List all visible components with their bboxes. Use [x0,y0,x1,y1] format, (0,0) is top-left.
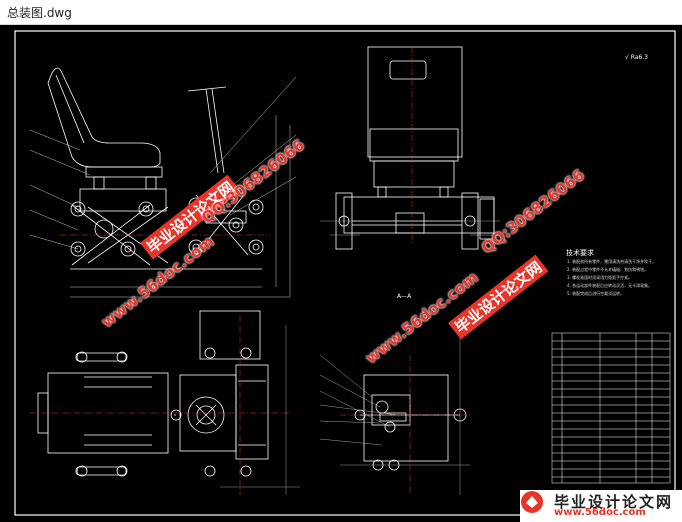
tech-requirement-line: 1. 装配前所有零件，需用清洗剂清洗干净并吹干。 [567,259,657,264]
roughness-symbol: √ Ra6.3 [625,54,648,61]
window-title: 总装图.dwg [7,6,72,20]
cad-drawing [14,30,676,516]
tech-requirements-title: 技术要求 [566,249,594,257]
logo-mark-icon [521,491,543,513]
tech-requirement-line: 5. 装配完成后进行空载试运转。 [567,291,625,296]
cad-drawing-canvas[interactable]: √ Ra6.3 技术要求 1. 装配前所有零件，需用清洗剂清洗干净并吹干。 2.… [0,25,682,522]
parts-list-table [551,332,671,484]
plan-view [30,310,300,495]
section-label: A—A [397,293,412,300]
side-view [320,46,500,250]
logo-text: 毕业设计论文网 [554,493,674,511]
tech-requirement-line: 3. 螺栓紧固时须采用力矩扳手拧紧。 [567,275,633,280]
tech-requirement-line: 4. 各运动部件装配后应转动灵活，无卡滞现象。 [567,283,653,288]
logo-url: www.56doc.com [554,507,646,518]
title-bar: 总装图.dwg [0,0,682,25]
site-logo[interactable]: 毕业设计论文网 www.56doc.com [520,490,682,522]
section-view [319,325,470,495]
tech-requirement-line: 2. 装配过程中零件不允许磕碰、划伤和锈蚀。 [567,267,649,272]
drawing-frame [14,30,676,516]
